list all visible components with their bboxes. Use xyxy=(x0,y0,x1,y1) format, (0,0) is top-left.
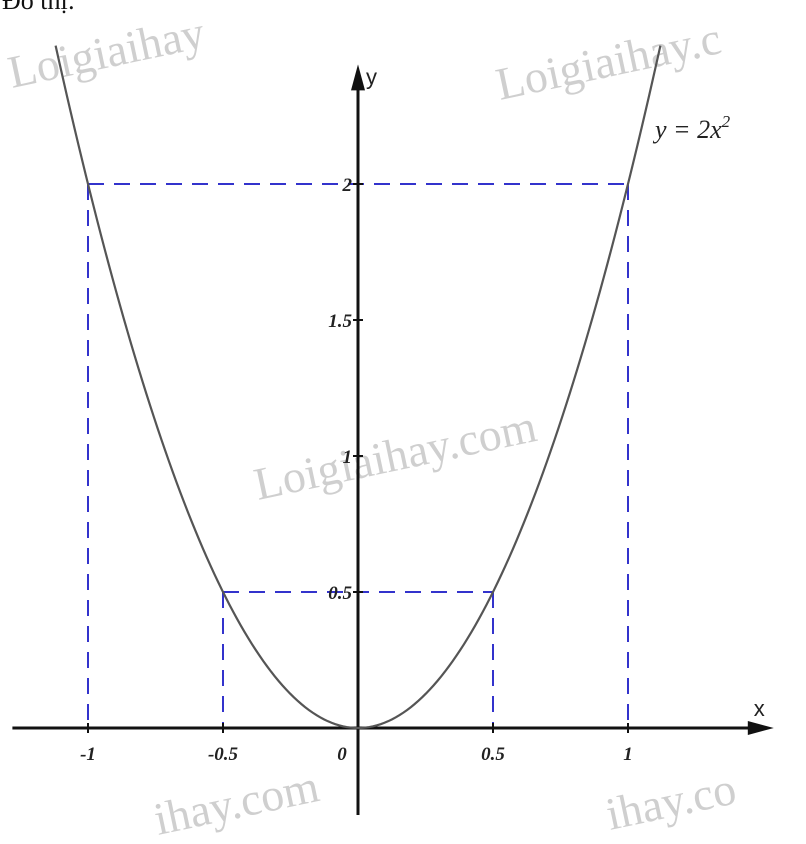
y-tick-label: 1 xyxy=(343,447,353,468)
x-tick-label: -1 xyxy=(80,744,96,765)
y-tick-label: 1.5 xyxy=(328,311,352,332)
x-tick-label: 1 xyxy=(623,744,633,765)
y-axis-label: y xyxy=(366,64,377,89)
parabola-curve xyxy=(54,45,662,730)
y-tick-label: 2 xyxy=(342,175,353,196)
x-tick-label: -0.5 xyxy=(208,744,239,765)
equation-exponent: 2 xyxy=(722,112,731,131)
x-tick-label: 0 xyxy=(337,744,347,765)
y-tick-label: 0.5 xyxy=(328,583,352,604)
caption: Đồ thị: xyxy=(2,0,75,15)
equation-label: y = 2x2 xyxy=(652,112,731,144)
watermark: Loigiaihay.c xyxy=(491,12,725,109)
x-axis-label: x xyxy=(754,696,765,721)
y-axis-arrow xyxy=(351,64,365,91)
watermark-layer: Loigiaihay Loigiaihay.c Loigiaihay.com i… xyxy=(3,6,740,844)
watermark: ihay.co xyxy=(601,763,740,840)
watermark: Loigiaihay.com xyxy=(249,400,541,510)
axes: x y xyxy=(12,64,774,816)
x-tick-label: 0.5 xyxy=(481,744,505,765)
watermark: Loigiaihay xyxy=(3,6,209,97)
watermark: ihay.com xyxy=(149,760,323,844)
tick-marks: -1 -0.5 0 0.5 1 0.5 1 1.5 2 xyxy=(80,175,633,765)
x-axis-arrow xyxy=(747,721,774,735)
equation-text: y = 2x xyxy=(652,115,722,144)
